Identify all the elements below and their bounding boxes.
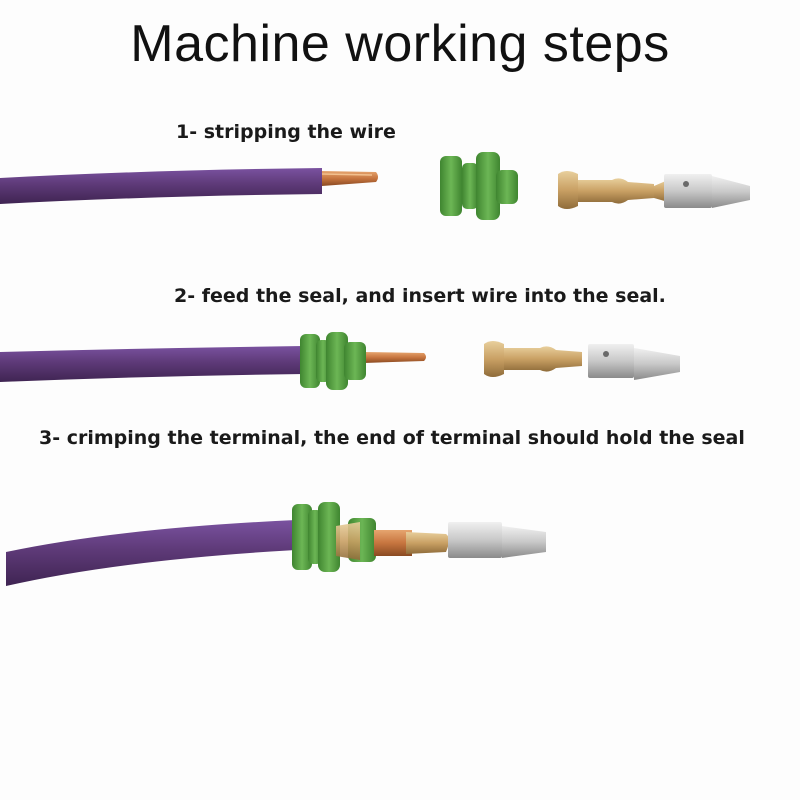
page-title: Machine working steps — [130, 15, 670, 73]
step-1-wire — [0, 168, 378, 204]
step-2-label: 2- feed the seal, and insert wire into t… — [174, 285, 666, 307]
step-1-terminal — [558, 171, 750, 209]
step-2-seal — [300, 332, 366, 390]
step-3-terminal — [336, 522, 546, 560]
step-1-seal — [440, 152, 518, 220]
step-2-terminal — [484, 341, 680, 380]
step-3-seal — [292, 502, 376, 572]
step-1-label: 1- stripping the wire — [176, 121, 396, 143]
step-2-wire — [0, 346, 426, 382]
step-3-wire — [6, 520, 296, 586]
step-3-label: 3- crimping the terminal, the end of ter… — [39, 427, 745, 449]
